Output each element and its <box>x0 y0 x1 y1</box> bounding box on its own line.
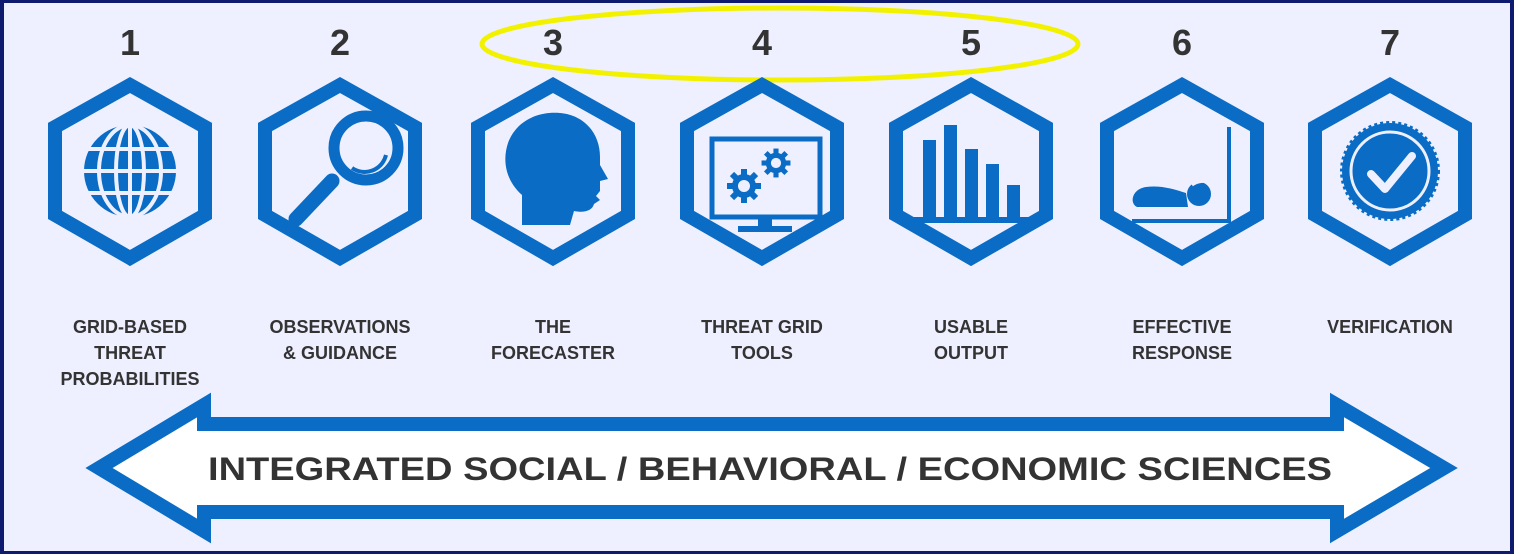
step-label: EFFECTIVE <box>1132 317 1231 337</box>
person-shelter-icon <box>1132 127 1231 223</box>
hexagon-frame <box>471 76 635 267</box>
bar-chart-icon <box>912 125 1029 223</box>
step-number: 2 <box>330 22 350 63</box>
step-label: VERIFICATION <box>1327 317 1453 337</box>
hexagon-frame <box>258 76 422 267</box>
step-label: FORECASTER <box>491 343 615 363</box>
hexagon-frame <box>48 76 212 267</box>
step-number: 3 <box>543 22 563 63</box>
banner-text: INTEGRATED SOCIAL / BEHAVIORAL / ECONOMI… <box>208 451 1332 487</box>
step-number: 6 <box>1172 22 1192 63</box>
step-label: & GUIDANCE <box>283 343 397 363</box>
step-label: OBSERVATIONS <box>269 317 410 337</box>
step-label: OUTPUT <box>934 343 1008 363</box>
step-number: 5 <box>961 22 981 63</box>
step-number: 1 <box>120 22 140 63</box>
double-arrow-banner <box>85 392 1458 544</box>
highlight-ellipse <box>479 5 1081 83</box>
step-label: THE <box>535 317 571 337</box>
diagram-canvas: 1 2 3 4 5 6 7 <box>4 3 1510 551</box>
globe-icon <box>84 123 176 219</box>
hexagon-frame <box>1308 76 1472 267</box>
step-label: THREAT GRID <box>701 317 823 337</box>
gears-monitor-icon <box>709 136 823 232</box>
step-label: USABLE <box>934 317 1008 337</box>
hexagon-frame <box>889 76 1053 267</box>
checkmark-seal-icon <box>1340 121 1440 221</box>
head-profile-icon <box>505 112 608 225</box>
step-number: 4 <box>752 22 772 63</box>
step-label: GRID-BASED <box>73 317 187 337</box>
hexagon-frame <box>1100 76 1264 267</box>
step-number: 7 <box>1380 22 1400 63</box>
step-label: TOOLS <box>731 343 793 363</box>
magnifier-icon <box>288 110 404 227</box>
diagram-svg: 1 2 3 4 5 6 7 <box>48 5 1472 544</box>
step-label: THREAT <box>94 343 166 363</box>
step-label: RESPONSE <box>1132 343 1232 363</box>
hexagon-frame <box>680 76 844 267</box>
step-label: PROBABILITIES <box>60 369 199 389</box>
